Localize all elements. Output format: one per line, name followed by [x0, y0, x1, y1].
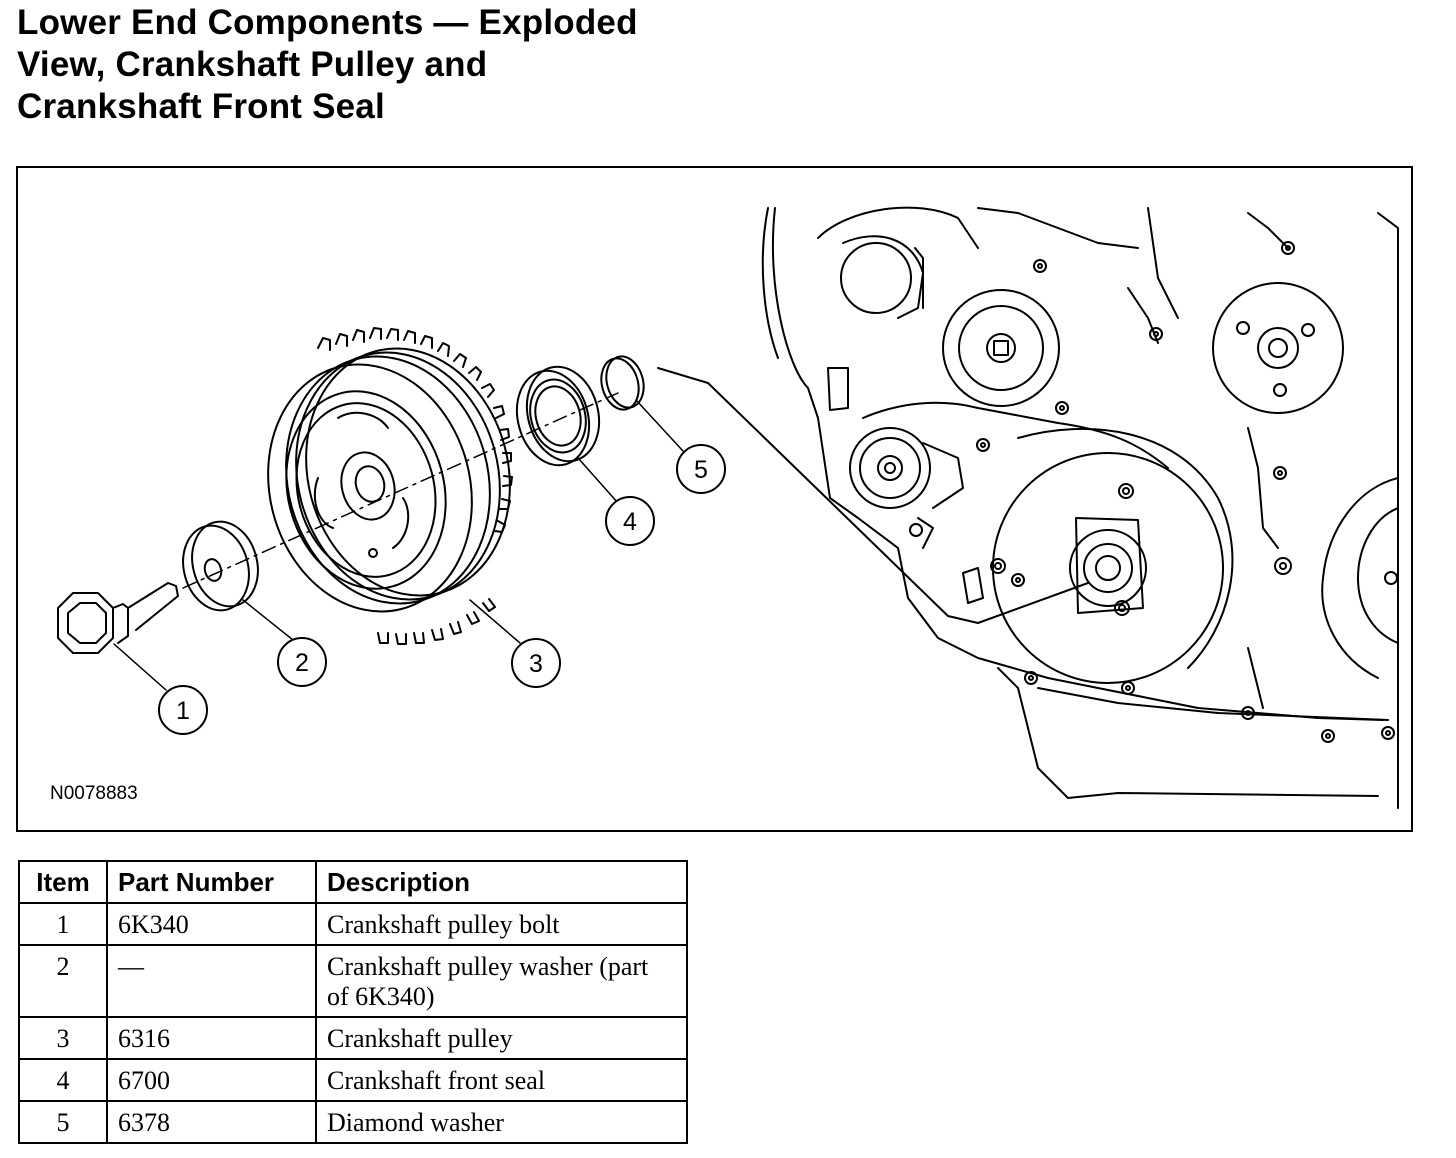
header-item: Item — [18, 860, 108, 904]
cell-description: Diamond washer — [315, 1100, 688, 1144]
callout-4: 4 — [605, 496, 655, 546]
cell-item: 5 — [18, 1100, 108, 1144]
header-part-number: Part Number — [106, 860, 317, 904]
callout-1: 1 — [158, 685, 208, 735]
callout-leaders — [113, 399, 684, 691]
diamond-washer-drawing — [600, 355, 645, 411]
cell-description: Crankshaft front seal — [315, 1058, 688, 1102]
title-line-2: View, Crankshaft Pulley and — [17, 45, 488, 84]
callout-2: 2 — [277, 637, 327, 687]
figure-id: N0078883 — [50, 783, 138, 804]
header-description: Description — [315, 860, 688, 904]
callout-3: 3 — [511, 638, 561, 688]
table-header-row: Item Part Number Description — [18, 860, 688, 904]
cell-item: 2 — [18, 944, 108, 1018]
title-line-3: Crankshaft Front Seal — [17, 87, 385, 126]
table-row: 4 6700 Crankshaft front seal — [18, 1058, 688, 1102]
cell-item: 1 — [18, 902, 108, 946]
callout-2-label: 2 — [295, 649, 309, 677]
leader-4 — [577, 457, 619, 504]
installation-leader-line — [657, 367, 1089, 624]
cell-part-number: 6K340 — [106, 902, 317, 946]
leader-5 — [635, 399, 684, 452]
cell-part-number: 6378 — [106, 1100, 317, 1144]
cell-part-number: 6316 — [106, 1016, 317, 1060]
cell-description: Crankshaft pulley washer (part of 6K340) — [315, 944, 688, 1018]
leader-2 — [242, 599, 294, 641]
crankshaft-pulley-drawing — [267, 327, 513, 645]
callout-5-label: 5 — [694, 456, 708, 484]
cell-part-number: 6700 — [106, 1058, 317, 1102]
cell-description: Crankshaft pulley — [315, 1016, 688, 1060]
parts-table: Item Part Number Description 1 6K340 Cra… — [18, 860, 688, 1144]
exploded-view-figure: 1 2 3 4 5 N0078883 — [16, 166, 1413, 832]
leader-3 — [469, 599, 521, 644]
crankshaft-front-seal-drawing — [515, 365, 601, 467]
page-title: Lower End Components — Exploded View, Cr… — [17, 2, 638, 128]
table-row: 3 6316 Crankshaft pulley — [18, 1016, 688, 1060]
assembly-centerline — [182, 392, 619, 589]
table-row: 5 6378 Diamond washer — [18, 1100, 688, 1144]
callout-1-label: 1 — [176, 697, 190, 725]
table-row: 2 — Crankshaft pulley washer (part of 6K… — [18, 944, 688, 1018]
cell-description: Crankshaft pulley bolt — [315, 902, 688, 946]
callout-4-label: 4 — [623, 508, 637, 536]
exploded-view-drawing: 1 2 3 4 5 — [57, 206, 1399, 809]
callout-3-label: 3 — [529, 650, 543, 678]
engine-front-cover-drawing — [761, 206, 1399, 809]
cell-item: 4 — [18, 1058, 108, 1102]
leader-1 — [113, 643, 167, 691]
title-line-1: Lower End Components — Exploded — [17, 3, 638, 42]
callout-5: 5 — [676, 444, 726, 494]
cell-part-number: — — [106, 944, 317, 1018]
table-row: 1 6K340 Crankshaft pulley bolt — [18, 902, 688, 946]
crankshaft-pulley-bolt-drawing — [57, 582, 179, 654]
crankshaft-pulley-washer-drawing — [182, 520, 259, 612]
cell-item: 3 — [18, 1016, 108, 1060]
